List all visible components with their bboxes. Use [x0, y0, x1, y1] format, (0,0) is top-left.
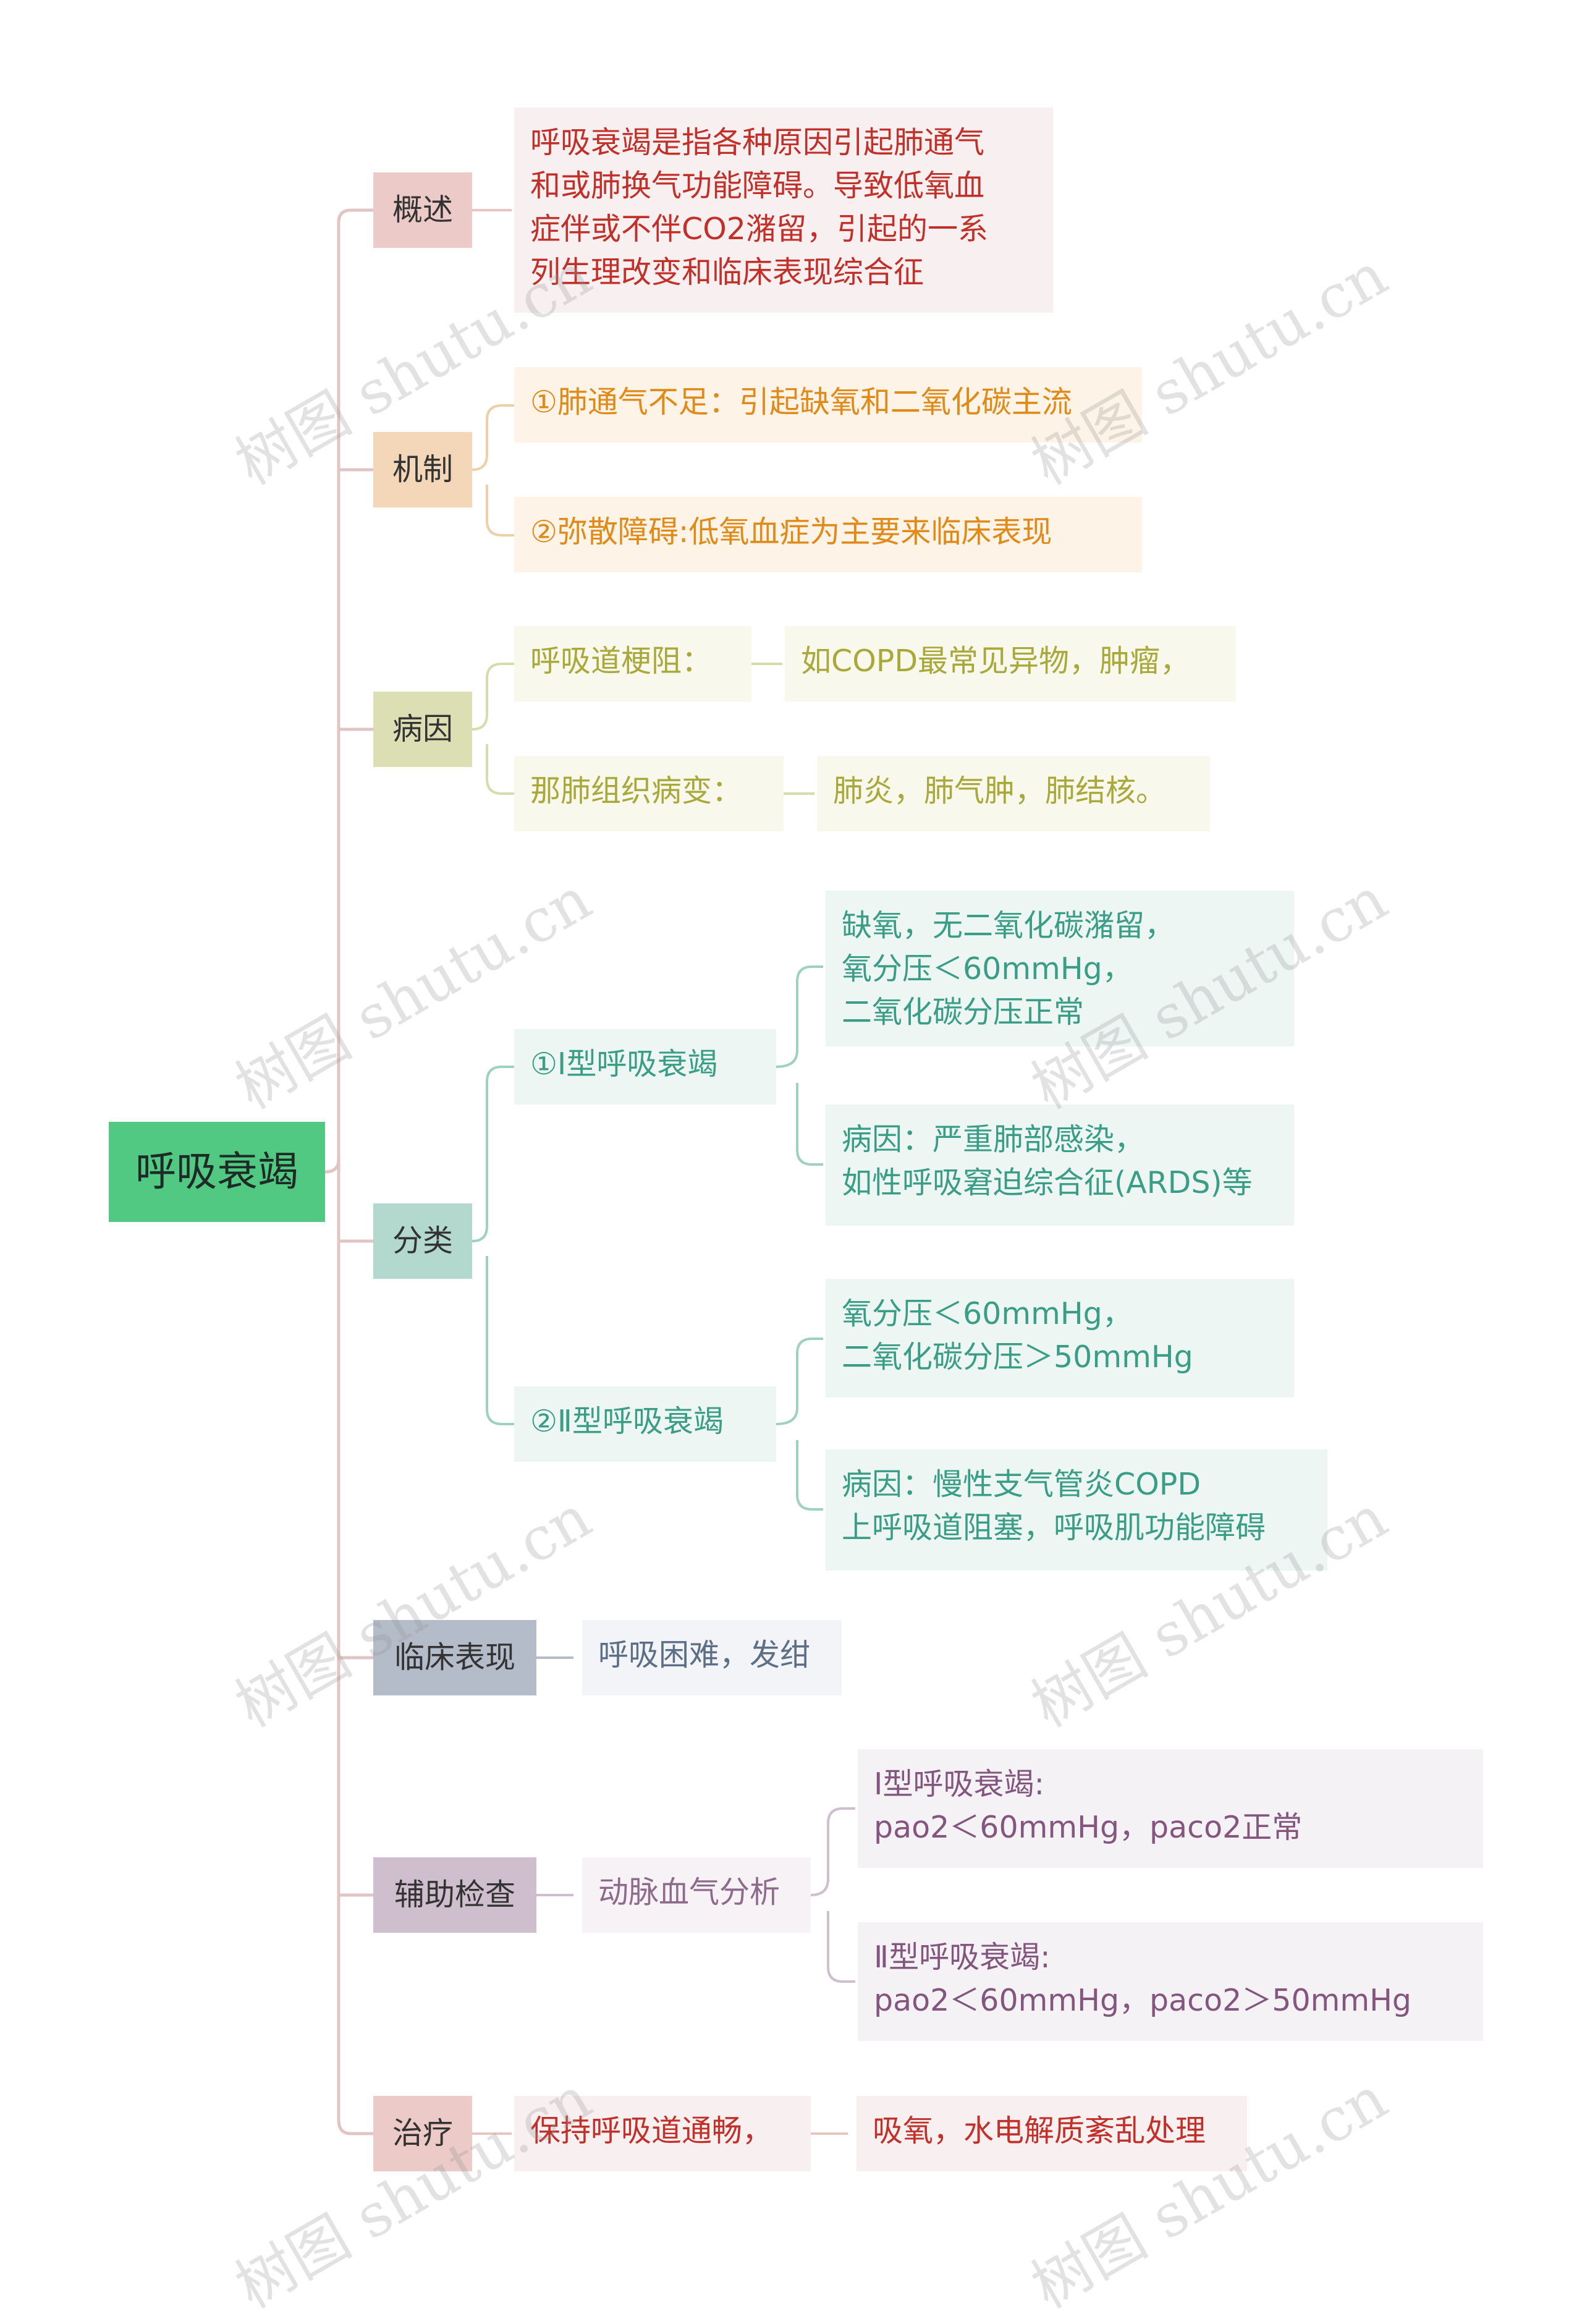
- classification-type2-cause[interactable]: 病因：慢性支气管炎COPD 上呼吸道阻塞，呼吸肌功能障碍: [826, 1449, 1327, 1571]
- mechanism-item-1[interactable]: ①肺通气不足：引起缺氧和二氧化碳主流: [514, 367, 1142, 443]
- branch-mechanism[interactable]: 机制: [373, 432, 472, 507]
- mechanism-connector: [472, 404, 514, 536]
- overview-definition[interactable]: 呼吸衰竭是指各种原因引起肺通气 和或肺换气功能障碍。导致低氧血 症伴或不伴CO2…: [514, 108, 1053, 313]
- etiology-airway-detail[interactable]: 如COPD最常见异物，肿瘤，: [785, 626, 1236, 702]
- clinical-symptoms[interactable]: 呼吸困难，发绀: [582, 1620, 842, 1695]
- classification-type1-cause[interactable]: 病因：严重肺部感染， 如性呼吸窘迫综合征(ARDS)等: [826, 1105, 1294, 1226]
- classification-connector: [472, 965, 823, 1511]
- classification-type2-desc[interactable]: 氧分压＜60mmHg， 二氧化碳分压＞50mmHg: [826, 1279, 1294, 1397]
- branch-treatment[interactable]: 治疗: [373, 2096, 472, 2171]
- auxiliary-type2-values[interactable]: Ⅱ型呼吸衰竭: pao2＜60mmHg，paco2＞50mmHg: [858, 1922, 1483, 2041]
- connector-lines: [324, 208, 855, 2135]
- root-node[interactable]: 呼吸衰竭: [109, 1122, 325, 1222]
- auxiliary-type1-values[interactable]: Ⅰ型呼吸衰竭: pao2＜60mmHg，paco2正常: [858, 1749, 1483, 1868]
- treatment-airway[interactable]: 保持呼吸道通畅，: [514, 2096, 811, 2171]
- classification-type2[interactable]: ②Ⅱ型呼吸衰竭: [514, 1386, 776, 1462]
- auxiliary-blood-gas[interactable]: 动脉血气分析: [582, 1857, 811, 1933]
- etiology-tissue-detail[interactable]: 肺炎，肺气肿，肺结核。: [817, 756, 1210, 831]
- etiology-airway-label[interactable]: 呼吸道梗阻：: [514, 626, 751, 702]
- etiology-tissue-label[interactable]: 那肺组织病变：: [514, 756, 784, 831]
- mind-map-canvas: 呼吸衰竭 概述 机制 病因 分类 临床表现 辅助检查 治疗 呼吸衰竭是指各种原因…: [109, 108, 1483, 2322]
- branch-auxiliary[interactable]: 辅助检查: [373, 1857, 536, 1933]
- branch-clinical[interactable]: 临床表现: [373, 1620, 536, 1695]
- classification-type1[interactable]: ①Ⅰ型呼吸衰竭: [514, 1029, 776, 1105]
- branch-classification[interactable]: 分类: [373, 1203, 472, 1279]
- auxiliary-connector: [536, 1807, 855, 1983]
- branch-overview[interactable]: 概述: [373, 172, 472, 248]
- branch-etiology[interactable]: 病因: [373, 692, 472, 767]
- etiology-connector: [472, 663, 814, 795]
- classification-type1-desc[interactable]: 缺氧，无二氧化碳潴留， 氧分压＜60mmHg， 二氧化碳分压正常: [826, 891, 1294, 1046]
- root-trunk: [324, 208, 373, 2135]
- treatment-detail[interactable]: 吸氧，水电解质紊乱处理: [857, 2096, 1247, 2171]
- mechanism-item-2[interactable]: ②弥散障碍:低氧血症为主要来临床表现: [514, 497, 1142, 572]
